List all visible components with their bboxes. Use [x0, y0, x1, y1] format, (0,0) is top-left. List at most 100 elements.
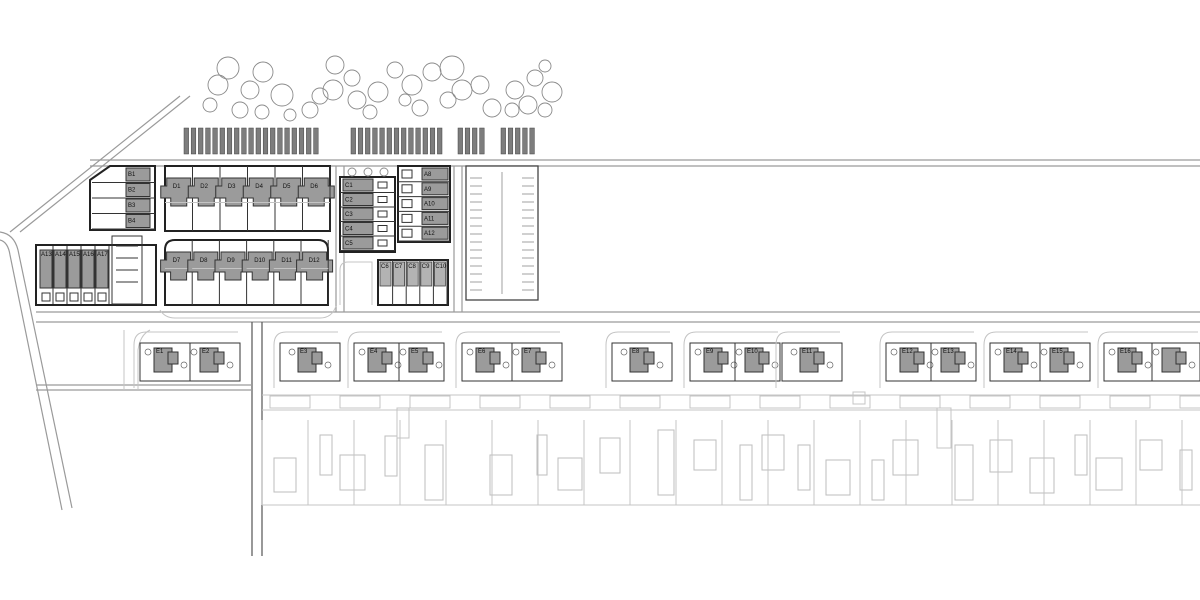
context-building: [1179, 449, 1193, 491]
terrace-unit: [81, 249, 95, 289]
parking-bay: [401, 127, 407, 155]
garden-shed: [401, 199, 413, 209]
shrub: [180, 361, 188, 369]
parking-bay: [500, 127, 506, 155]
context-building: [989, 439, 1013, 473]
unit-label: D12: [309, 258, 321, 264]
shrub: [288, 348, 296, 356]
parking-bay: [350, 127, 356, 155]
garden-shed: [401, 228, 413, 238]
context-plot: [619, 395, 661, 409]
parking-bays-north: [183, 127, 535, 155]
parking-bay: [219, 127, 225, 155]
context-building: [1029, 457, 1055, 494]
shrub: [466, 348, 474, 356]
tree: [422, 62, 442, 82]
shrub: [512, 348, 520, 356]
unit-label: A12: [424, 231, 435, 237]
existing-context: [261, 391, 1200, 506]
shrub: [1108, 348, 1116, 356]
shrub: [1188, 361, 1196, 369]
shrub: [967, 361, 975, 369]
parking-bay: [365, 127, 371, 155]
terrace-unit: [95, 249, 109, 289]
context-plot: [549, 395, 591, 409]
tree: [207, 74, 229, 96]
parking-bay: [529, 127, 535, 155]
shrub: [620, 348, 628, 356]
unit-label: E5: [411, 349, 419, 355]
house-annex: [311, 351, 323, 365]
parking-bay: [241, 127, 247, 155]
villa-building: [297, 177, 335, 207]
unit-label: C3: [345, 212, 353, 218]
house-annex: [954, 351, 966, 365]
unit-label: C6: [381, 264, 389, 270]
tree: [301, 101, 319, 119]
terrace-unit: [421, 197, 449, 211]
tree: [470, 75, 490, 95]
parking-bay: [464, 127, 471, 155]
shrub: [1040, 348, 1048, 356]
parking-bay: [386, 127, 392, 155]
tree: [362, 104, 378, 120]
unit-label: C7: [395, 264, 403, 270]
parking-bay: [379, 127, 385, 155]
house-annex: [167, 351, 179, 365]
house-annex: [489, 351, 501, 365]
access-road: [983, 331, 1088, 388]
garden-shed: [401, 169, 413, 179]
house-annex: [758, 351, 770, 365]
context-building: [871, 459, 885, 501]
unit-label: E9: [706, 349, 714, 355]
villa-block-top: [160, 165, 335, 232]
terrace-block-west: [35, 235, 157, 306]
access-road: [879, 331, 974, 388]
terrace-block-east: [397, 165, 451, 243]
parking-bay: [357, 127, 364, 155]
context-building: [384, 435, 398, 477]
terrace-unit: [53, 249, 67, 289]
unit-label: C10: [435, 264, 447, 270]
unit-label: E13: [943, 349, 954, 355]
unit-label: B4: [128, 219, 136, 225]
unit-label: C4: [345, 227, 353, 233]
shrub: [1030, 361, 1038, 369]
parking-bay: [415, 127, 421, 155]
row-unit: [342, 207, 374, 221]
garden-shed: [55, 292, 65, 302]
unit-label: B1: [128, 172, 136, 178]
unit-label: D9: [227, 258, 235, 264]
shrub: [1144, 361, 1152, 369]
terrace-unit: [421, 211, 449, 225]
terrace-unit: [125, 198, 151, 213]
parking-bay: [190, 127, 197, 155]
unit-label: E14: [1006, 349, 1017, 355]
house-plot: [611, 342, 673, 382]
parking-bay: [226, 127, 233, 155]
parking-bay: [298, 127, 305, 155]
tree: [202, 97, 218, 113]
context-plot: [1039, 395, 1081, 409]
unit-label: A14: [55, 252, 66, 258]
parking-bay: [437, 127, 443, 155]
context-building: [273, 457, 297, 493]
unit-label: A11: [424, 216, 435, 222]
tree: [325, 55, 345, 75]
context-plot: [829, 395, 871, 409]
row-unit: [406, 261, 419, 287]
unit-label: C2: [345, 198, 353, 204]
parking-bay: [507, 127, 514, 155]
shrub: [790, 348, 798, 356]
unit-label: D8: [200, 258, 208, 264]
tree: [270, 83, 294, 107]
shrub: [694, 348, 702, 356]
tree: [401, 74, 423, 96]
parking-bay: [255, 127, 261, 155]
shrub: [994, 348, 1002, 356]
shrub: [324, 361, 332, 369]
context-building: [936, 407, 952, 449]
unit-label: E8: [632, 349, 640, 355]
garden-shed: [377, 181, 388, 189]
